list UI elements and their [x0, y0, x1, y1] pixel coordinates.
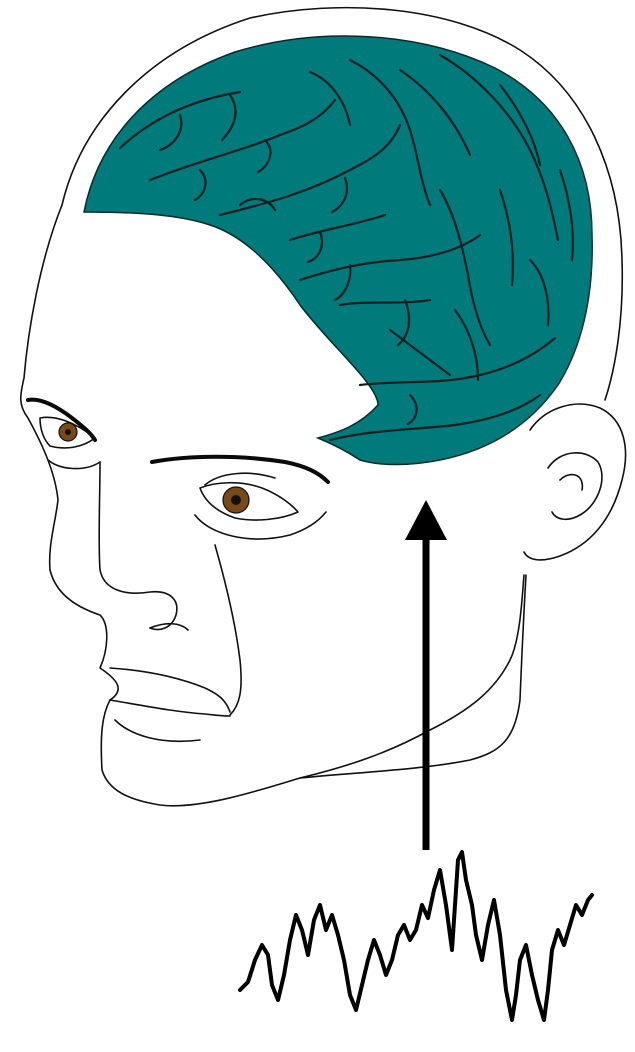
ear-icon: [524, 404, 626, 560]
cheek-line: [215, 545, 241, 715]
neck-outline: [300, 575, 526, 778]
brain-region-icon: [84, 36, 592, 464]
mouth-upper: [110, 668, 230, 712]
left-pupil: [65, 429, 71, 435]
nose-outline: [99, 462, 177, 629]
eeg-waveform-icon: [240, 852, 592, 1020]
mouth-lower: [110, 700, 230, 716]
right-eye-bag: [195, 512, 326, 539]
arrow-up-icon: [405, 500, 447, 540]
ear-inner: [548, 453, 602, 519]
chin-line: [115, 720, 200, 741]
left-eye-lower: [48, 460, 100, 469]
right-pupil: [231, 495, 241, 505]
right-brow: [152, 457, 328, 482]
